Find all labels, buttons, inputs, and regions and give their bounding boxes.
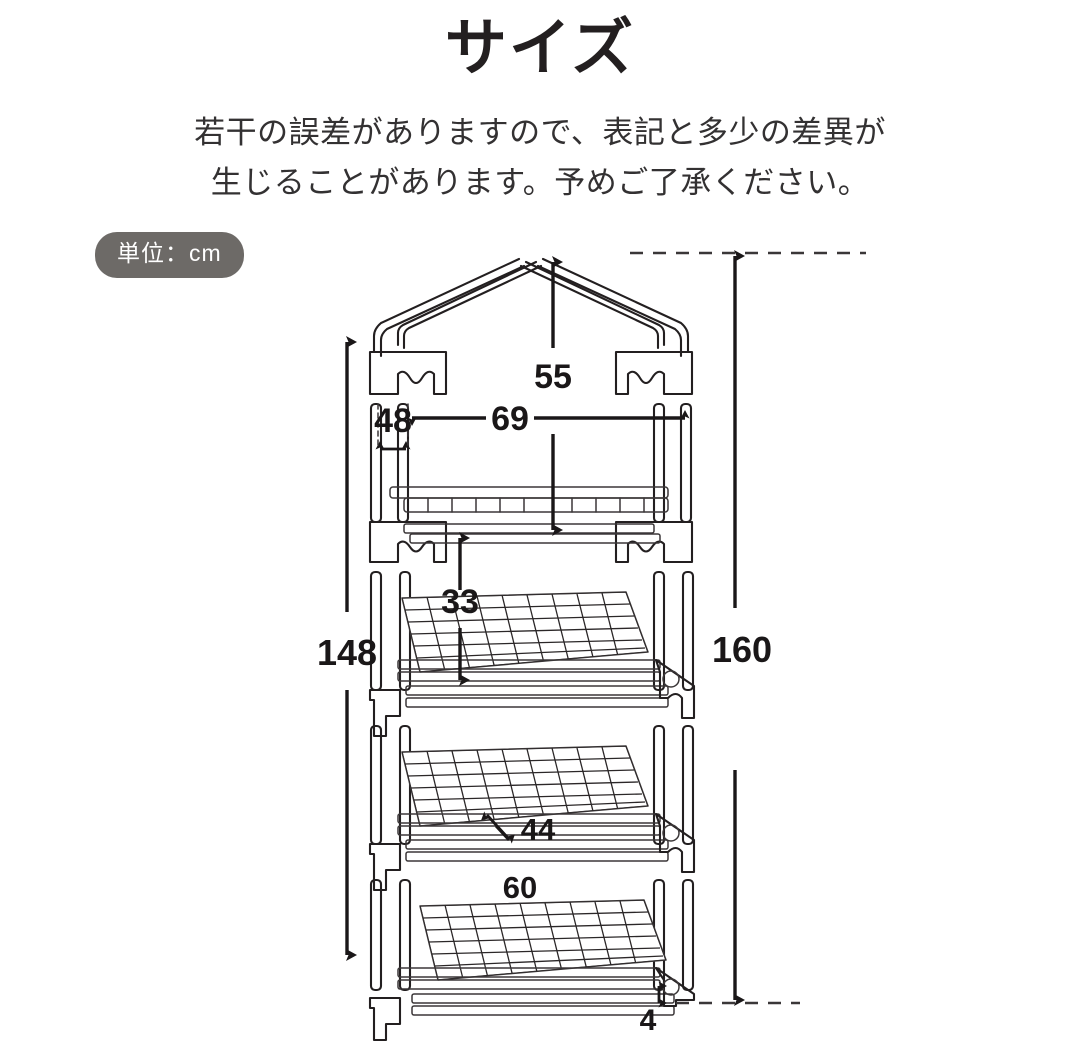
disclaimer-note: 若干の誤差がありますので、表記と多少の差異が 生じることがあります。予めご了承く… xyxy=(0,108,1080,208)
dimension-4-label: 4 xyxy=(640,1004,657,1037)
dimension-69-label: 69 xyxy=(491,400,529,438)
dimension-44-label: 44 xyxy=(521,812,556,847)
hanger-rail xyxy=(389,486,669,513)
dimension-33-label: 33 xyxy=(441,583,479,621)
dimension-60-label: 60 xyxy=(503,870,537,905)
tier2-posts xyxy=(369,570,695,692)
dimension-44: 44 xyxy=(481,811,556,847)
page-title: サイズ xyxy=(444,14,636,83)
tier2-frame xyxy=(368,658,696,738)
roof-frame xyxy=(372,257,690,358)
dimension-148-label: 148 xyxy=(317,632,377,673)
dimension-69: 69 xyxy=(407,400,690,438)
dimension-55: 55 xyxy=(534,256,572,536)
unit-badge: 単位：cm xyxy=(95,232,244,278)
tier1-connector xyxy=(368,520,694,564)
dimension-4: 4 xyxy=(640,981,667,1037)
top-header-brackets xyxy=(368,350,694,396)
upper-posts xyxy=(369,402,693,524)
dimension-48-label: 48 xyxy=(374,402,412,440)
dimension-60: 60 xyxy=(503,870,537,905)
dimension-48: 48 xyxy=(374,402,412,451)
dimension-160-label: 160 xyxy=(712,629,772,670)
base-frame xyxy=(368,966,696,1042)
mesh-shelf-middle xyxy=(401,745,649,827)
dimension-55-label: 55 xyxy=(534,358,572,396)
disclaimer-line-1: 若干の誤差がありますので、表記と多少の差異が xyxy=(194,115,886,150)
mesh-shelf-lower xyxy=(419,899,667,981)
dimension-148: 148 xyxy=(317,336,377,961)
dimension-33: 33 xyxy=(441,532,479,686)
disclaimer-line-2: 生じることがあります。予めご了承ください。 xyxy=(210,165,870,201)
dimension-160: 160 xyxy=(630,250,866,1006)
mesh-shelf-upper xyxy=(401,591,649,673)
tier3-frame xyxy=(368,812,696,892)
